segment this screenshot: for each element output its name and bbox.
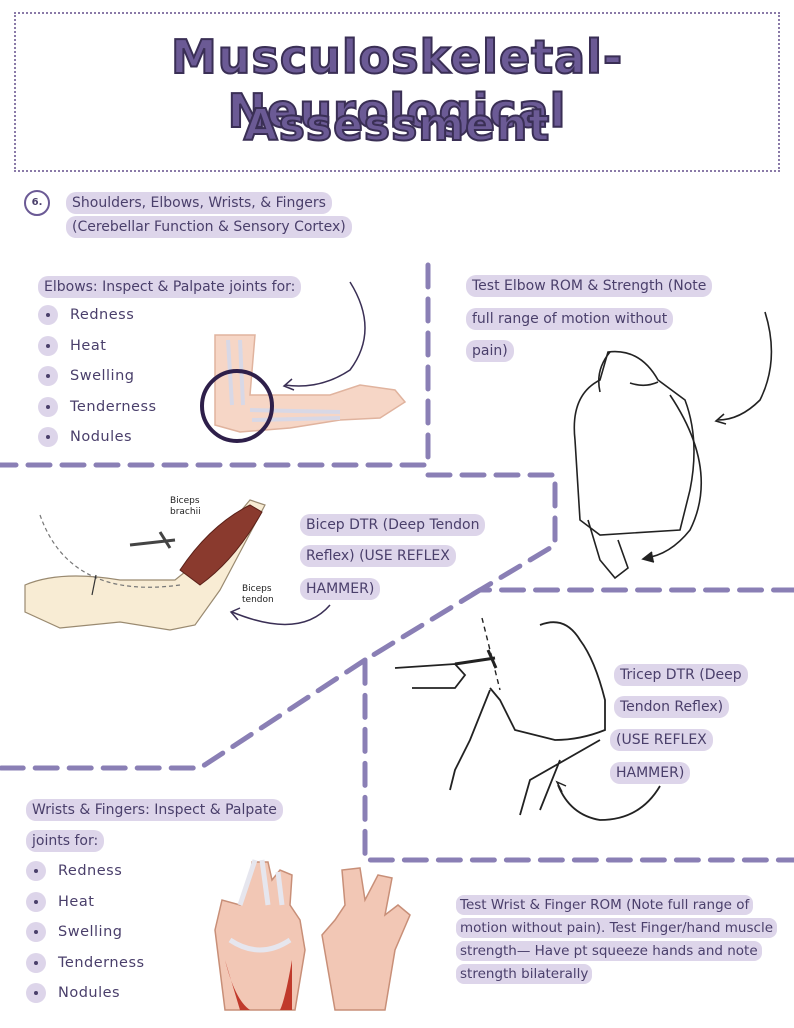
wrists-heading-line2: joints for: — [26, 830, 105, 852]
list-item: Redness — [38, 300, 157, 331]
figure-label-biceps-brachii: Biceps brachii — [170, 496, 201, 517]
bullet-icon — [26, 983, 46, 1004]
wrist-rom-text-block: Test Wrist & Finger ROM (Note full range… — [456, 894, 778, 986]
elbow-rom-illustration — [573, 311, 773, 580]
tricep-illustration — [394, 617, 661, 821]
list-item: Tenderness — [26, 948, 145, 979]
bullet-icon — [38, 396, 58, 417]
dashed-dividers — [0, 262, 794, 863]
bullet-icon — [26, 952, 46, 973]
section-number-badge: 6. — [24, 190, 50, 216]
bullet-icon — [26, 922, 46, 943]
bicep-dtr-line1: Bicep DTR (Deep Tendon — [300, 514, 486, 536]
bicep-dtr-line3: HAMMER) — [300, 578, 381, 600]
list-item: Heat — [38, 331, 157, 362]
list-item: Heat — [26, 887, 145, 918]
bullet-icon — [38, 305, 58, 326]
elbow-rom-line1: Test Elbow ROM & Strength (Note — [466, 275, 713, 297]
list-item: Swelling — [26, 917, 145, 948]
page-title-line1: Musculoskeletal- Neurological — [170, 29, 624, 139]
section-heading-line1: Shoulders, Elbows, Wrists, & Fingers — [66, 192, 332, 214]
list-item: Swelling — [38, 361, 157, 392]
wrist-rom-text: Test Wrist & Finger ROM (Note full range… — [456, 895, 778, 984]
hands-illustration — [214, 859, 411, 1011]
list-item: Redness — [26, 856, 145, 887]
wrists-list: Redness Heat Swelling Tenderness Nodules — [26, 856, 145, 1009]
page-title-line2: Assessment — [243, 99, 551, 152]
elbows-heading: Elbows: Inspect & Palpate joints for: — [38, 276, 302, 298]
elbow-rom-line3: pain) — [466, 340, 514, 362]
bicep-illustration — [24, 499, 331, 631]
bicep-dtr-line2: Reflex) (USE REFLEX — [300, 545, 456, 567]
bullet-icon — [26, 891, 46, 912]
tricep-dtr-line3: (USE REFLEX — [610, 729, 713, 751]
elbows-list: Redness Heat Swelling Tenderness Nodules — [38, 300, 157, 453]
tricep-dtr-line4: HAMMER) — [610, 762, 691, 784]
elbow-rom-line2: full range of motion without — [466, 308, 674, 330]
wrists-heading-line1: Wrists & Fingers: Inspect & Palpate — [26, 799, 283, 821]
section-heading-line2: (Cerebellar Function & Sensory Cortex) — [66, 216, 352, 238]
elbow-illustration — [200, 281, 407, 443]
title-frame — [14, 12, 780, 172]
bullet-icon — [38, 335, 58, 356]
list-item: Tenderness — [38, 392, 157, 423]
tricep-dtr-line1: Tricep DTR (Deep — [614, 664, 748, 686]
figure-label-biceps-tendon: Biceps tendon — [242, 584, 274, 605]
bullet-icon — [26, 861, 46, 882]
bullet-icon — [38, 427, 58, 448]
tricep-dtr-line2: Tendon Reflex) — [614, 696, 730, 718]
list-item: Nodules — [38, 422, 157, 453]
bullet-icon — [38, 366, 58, 387]
list-item: Nodules — [26, 978, 145, 1009]
